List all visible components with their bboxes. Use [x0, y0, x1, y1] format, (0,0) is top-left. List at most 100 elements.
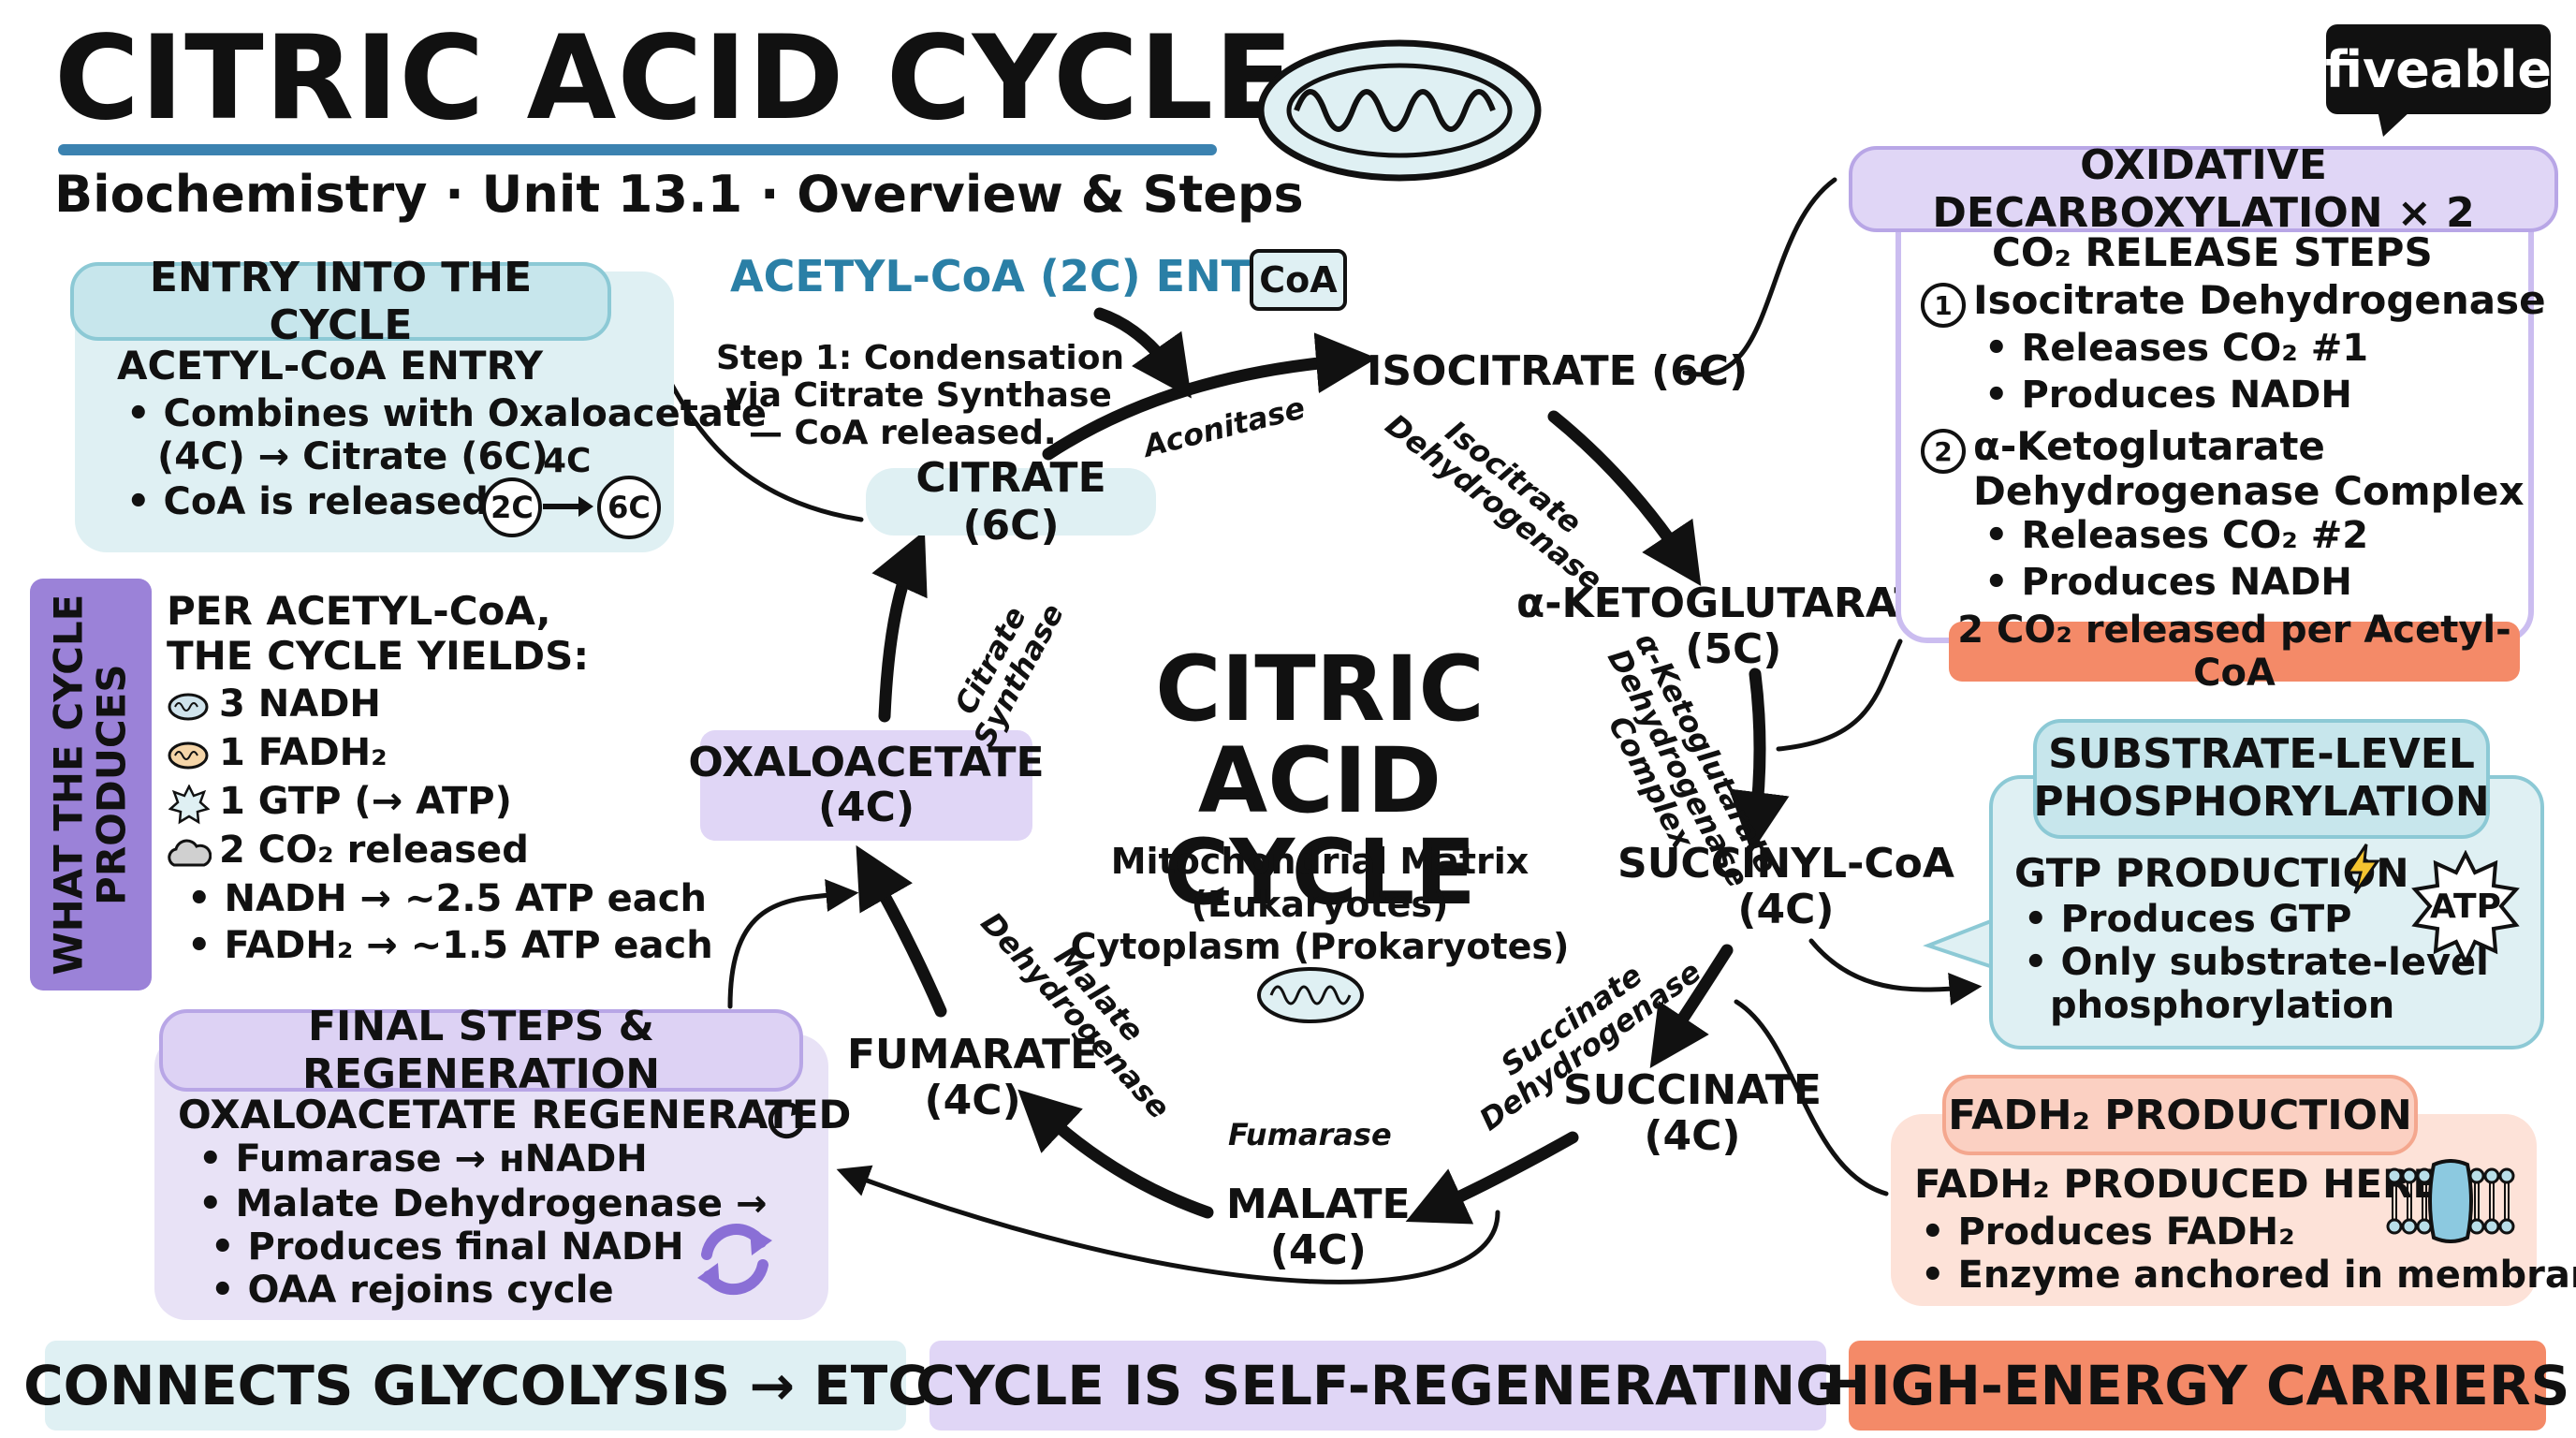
oxidative-step2-name-1: α-Ketoglutarate [1973, 423, 2325, 469]
oxidative-step2-bullet-1: • Releases CO₂ #2 [1984, 514, 2369, 557]
fadh-heading: FADH₂ PRODUCED HERE [1914, 1161, 2440, 1207]
oxidative-footer: 2 CO₂ released per Acetyl-CoA [1949, 609, 2520, 695]
produces-item-2: 1 FADH₂ [219, 731, 388, 774]
step2-number-icon: 2 [1921, 429, 1966, 474]
acetyl-entry-label: ACETYL-CoA (2C) ENTERS [730, 251, 1344, 301]
arrow-succinyl-succinate [1649, 944, 1734, 1068]
banner-glycolysis: CONNECTS GLYCOLYSIS → ETC [23, 1341, 928, 1431]
connector-isocitrate-oxidative [1682, 177, 1837, 377]
final-heading: OXALOACETATE REGENERATED [178, 1092, 852, 1137]
entry-heading: ACETYL-CoA ENTRY [117, 343, 544, 389]
final-bullet-1: • Fumarase → ʜNADH [198, 1137, 648, 1181]
connector-succinate-fadh [1734, 999, 1889, 1196]
fiveable-logo[interactable]: fiveable [2324, 24, 2553, 114]
fadh-bullet-2: • Enzyme anchored in membrane [1921, 1254, 2576, 1297]
refresh-icon-small [768, 1102, 805, 1139]
substrate-bullet-3: phosphorylation [2050, 984, 2395, 1027]
node-succinate: SUCCINATE (4C) [1563, 1066, 1822, 1161]
produces-note-2: • FADH₂ → ~1.5 ATP each [187, 924, 713, 967]
produces-side-label: WHAT THE CYCLE PRODUCES [30, 579, 152, 990]
nadh-icon [168, 693, 209, 721]
atp-badge-icon [2411, 850, 2520, 966]
cloud-icon [168, 839, 212, 867]
connector-akg-oxidative [1776, 638, 1903, 752]
produces-side-label-line2: PRODUCES [89, 664, 135, 905]
arrow-isocitrate-akg [1547, 410, 1702, 586]
entry-diagram-arrow [543, 496, 593, 517]
final-bullet-4: • OAA rejoins cycle [211, 1269, 614, 1312]
connector-final-oaa [727, 879, 859, 1009]
step1-line-2: via Citrate Synthase [725, 376, 1112, 415]
arrow-oaa-citrate [871, 530, 928, 723]
arrow-malate-fumarate [1017, 1089, 1214, 1219]
substrate-heading: GTP PRODUCTION [2014, 850, 2409, 896]
produces-item-1: 3 NADH [219, 682, 381, 726]
oxidative-step2-name-2: Dehydrogenase Complex [1973, 468, 2525, 514]
arrow-acetyl-in [1093, 307, 1192, 399]
produces-side-label-line1: WHAT THE CYCLE [45, 594, 92, 976]
coa-badge: CoA [1250, 249, 1347, 311]
node-citrate: CITRATE (6C) [866, 454, 1156, 550]
node-isocitrate: ISOCITRATE (6C) [1367, 347, 1749, 395]
step1-number-icon: 1 [1921, 283, 1966, 328]
cycle-refresh-icon [697, 1224, 772, 1296]
final-bullet-3: • Produces final NADH [211, 1225, 684, 1269]
entry-diagram-4c: 4C [543, 442, 592, 480]
center-location: Mitochondrial Matrix (Eukaryotes) Cytopl… [1070, 841, 1570, 968]
page-subtitle: Biochemistry · Unit 13.1 · Overview & St… [54, 165, 1304, 224]
oxidative-heading: CO₂ RELEASE STEPS [1992, 229, 2433, 275]
fadh-panel-title: FADH₂ PRODUCTION [1942, 1075, 2418, 1155]
enzyme-fumarase: Fumarase [1228, 1117, 1392, 1152]
entry-bullet-2: (4C) → Citrate (6C) [157, 435, 549, 478]
final-bullet-2: • Malate Dehydrogenase → [198, 1182, 768, 1225]
final-panel-title: FINAL STEPS & REGENERATION [159, 1003, 803, 1098]
entry-bullet-1: • Combines with Oxaloacetate [126, 392, 768, 435]
step1-line-1: Step 1: Condensation [716, 339, 1125, 377]
node-succinyl-coa: SUCCINYL-CoA (4C) [1617, 840, 1954, 934]
logo-pointer [2378, 110, 2411, 137]
produces-item-4: 2 CO₂ released [219, 829, 529, 872]
node-akg: α-KETOGLUTARATE (5C) [1516, 580, 1951, 674]
node-oxaloacetate: OXALOACETATE (4C) [688, 730, 1045, 841]
produces-heading-2: THE CYCLE YIELDS: [167, 633, 590, 679]
title-underline [58, 144, 1217, 155]
node-fumarate: FUMARATE (4C) [847, 1031, 1099, 1125]
fadh-bullet-1: • Produces FADH₂ [1921, 1211, 2295, 1254]
membrane-protein-icon [2386, 1159, 2515, 1243]
oxidative-step1-bullet-1: • Releases CO₂ #1 [1984, 327, 2369, 370]
banner-energy-carriers: HIGH-ENERGY CARRIERS [1825, 1341, 2569, 1431]
banner-self-regenerating: CYCLE IS SELF-REGENERATING [915, 1341, 1840, 1431]
arrow-succinate-malate [1405, 1131, 1579, 1225]
page-title: CITRIC ACID CYCLE [54, 11, 1295, 146]
mitochondrion-icon [1257, 39, 1542, 182]
center-title: CITRIC ACID CYCLE [1155, 637, 1485, 925]
logo-text: fiveable [2324, 39, 2553, 99]
mitochondrion-small-icon [1257, 967, 1364, 1023]
gtp-icon [168, 785, 210, 825]
produces-item-3: 1 GTP (→ ATP) [219, 780, 512, 823]
produces-heading-1: PER ACETYL-CoA, [167, 588, 551, 634]
entry-bullet-3: • CoA is released [126, 480, 489, 523]
produces-note-1: • NADH → ~2.5 ATP each [187, 877, 707, 920]
atp-badge-label: ATP [2429, 888, 2501, 926]
connector-succinyl-substrate [1808, 938, 1983, 1005]
connector-malate-final [836, 1165, 1500, 1284]
fadh2-icon [168, 741, 209, 770]
substrate-bullet-2: • Only substrate-level [2024, 941, 2489, 984]
node-malate: MALATE (4C) [1226, 1181, 1411, 1275]
entry-diagram-6c: 6C [597, 476, 661, 539]
entry-panel-title: ENTRY INTO THE CYCLE [70, 254, 611, 349]
oxidative-step1-bullet-2: • Produces NADH [1984, 374, 2352, 417]
oxidative-panel [1895, 187, 2534, 643]
substrate-bullet-1: • Produces GTP [2024, 898, 2352, 941]
substrate-panel-title: SUBSTRATE-LEVEL PHOSPHORYLATION [2033, 719, 2490, 839]
arrow-akg-succinyl [1728, 668, 1790, 853]
step1-line-3: — CoA released. [749, 414, 1057, 452]
oxidative-step1-name: Isocitrate Dehydrogenase [1973, 277, 2546, 323]
arrow-fumarate-oaa [856, 844, 947, 1018]
oxidative-step2-bullet-2: • Produces NADH [1984, 561, 2352, 604]
oxidative-panel-title: OXIDATIVE DECARBOXYLATION × 2 [1849, 141, 2558, 237]
entry-diagram-2c: 2C [482, 477, 542, 537]
lightning-icon [2345, 844, 2380, 894]
